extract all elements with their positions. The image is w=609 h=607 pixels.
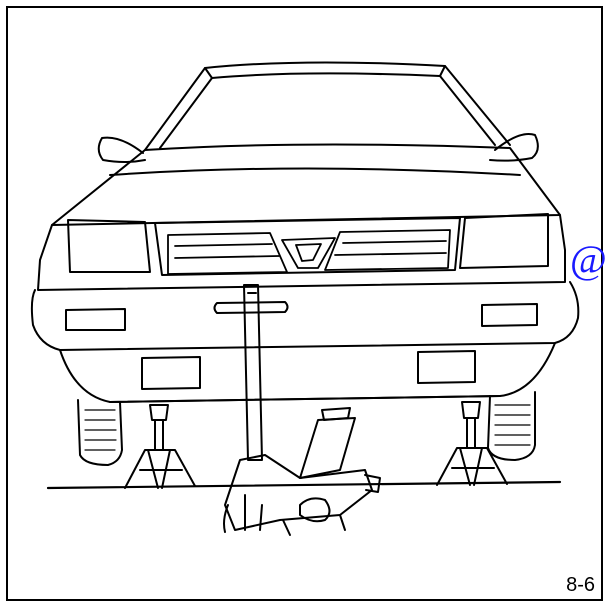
- car-roof: [144, 61, 511, 151]
- figure-number: 8-6: [566, 574, 595, 596]
- right-marker-light: [481, 303, 538, 327]
- link-marker[interactable]: @: [570, 237, 607, 282]
- car-hood: [51, 143, 561, 226]
- left-jack-stand: [124, 404, 196, 489]
- lower-valance: [59, 342, 556, 403]
- right-headlight: [459, 213, 549, 269]
- right-fog-light: [417, 350, 476, 384]
- front-bumper: [30, 281, 580, 351]
- left-headlight: [67, 219, 151, 273]
- grille: [167, 229, 451, 275]
- left-fog-light: [141, 356, 201, 390]
- left-marker-light: [65, 308, 126, 331]
- floor-jack: [223, 284, 381, 536]
- side-mirrors: [97, 133, 539, 163]
- jack-arm: [299, 417, 356, 479]
- right-jack-stand: [436, 401, 508, 486]
- car-front-upper: [37, 213, 566, 291]
- jack-body: [224, 454, 373, 531]
- jack-handle: [243, 284, 263, 461]
